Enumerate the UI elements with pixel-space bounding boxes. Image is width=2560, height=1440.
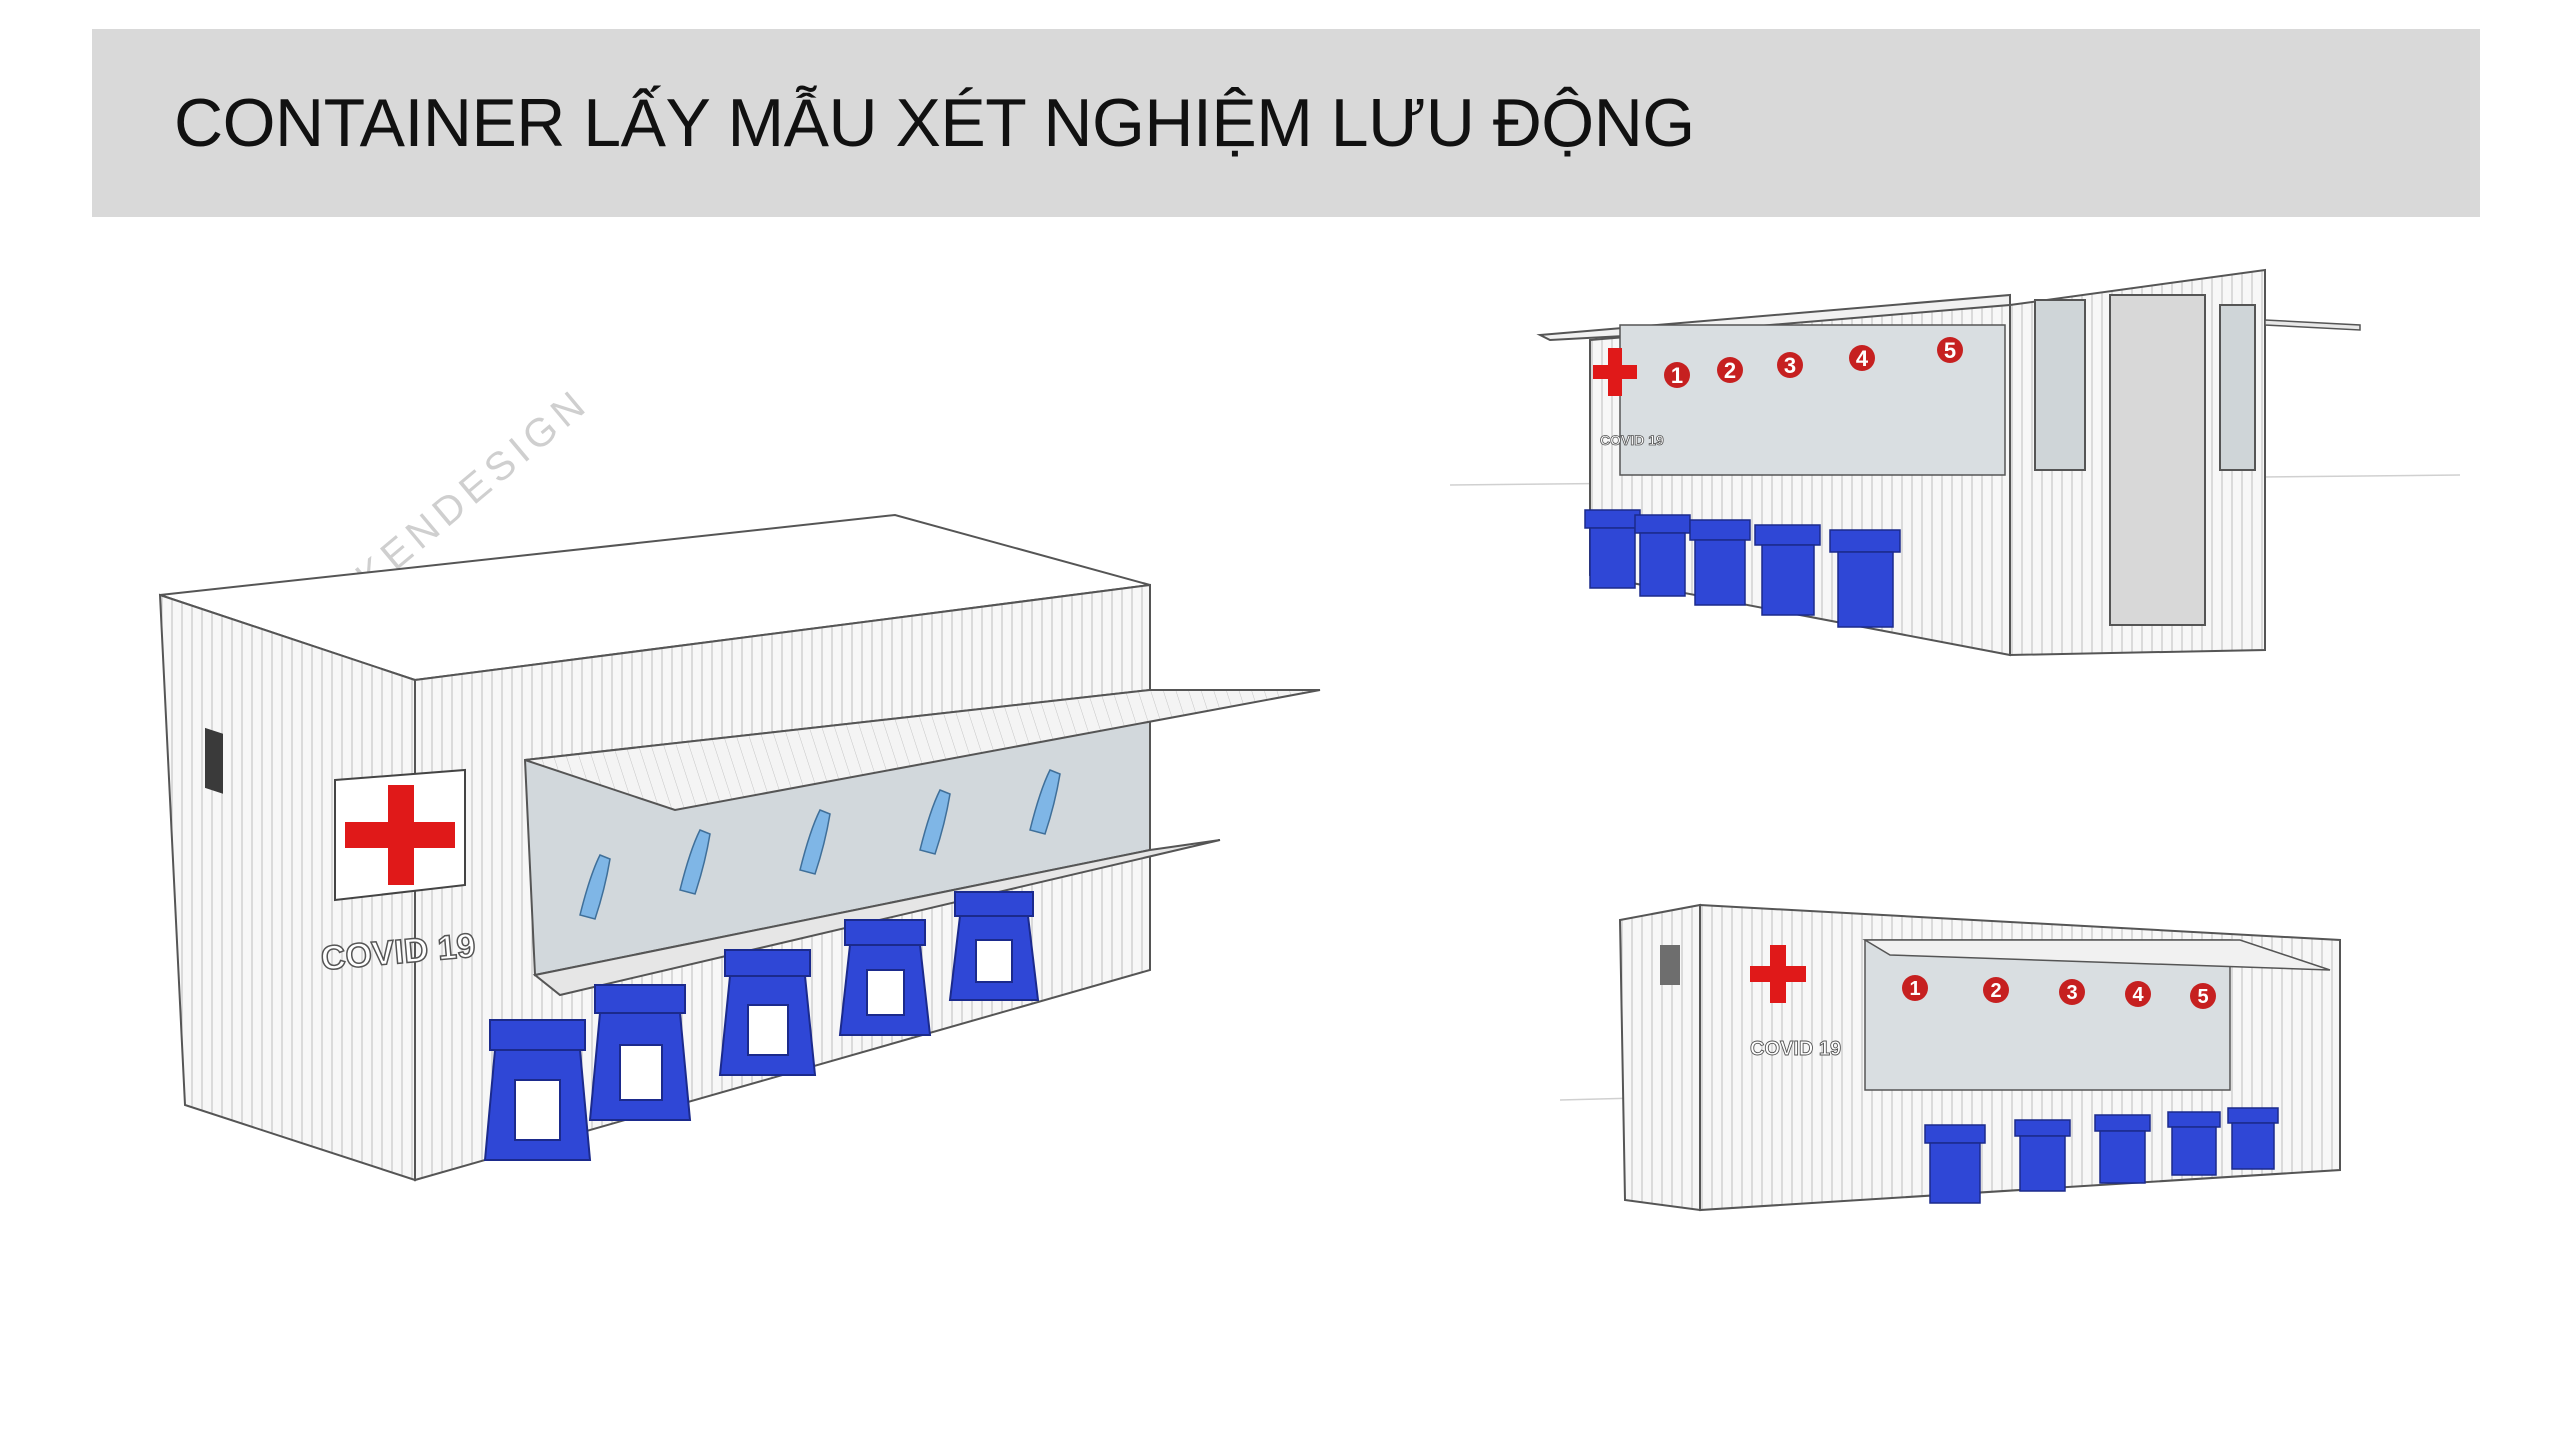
counter [532,839,1221,997]
stool-2 [1634,514,1691,597]
booth-number-3: 3 [1784,353,1796,378]
stool-3 [2094,1114,2151,1184]
booth-number-3: 3 [2066,982,2077,1004]
booth-number-2: 2 [1990,980,2001,1002]
booth-number-2: 2 [1724,358,1736,383]
red-cross-sign [1750,945,1806,1003]
booth-number-1: 1 [1671,363,1683,388]
stool-2 [2014,1119,2071,1192]
end-window [205,727,223,794]
red-cross-sign [334,768,466,902]
awning [1862,939,2331,971]
stool-5 [2227,1107,2279,1170]
side-window-left [2034,299,2086,471]
stools [1924,1107,2279,1204]
door [2109,294,2206,626]
booth-number-5: 5 [2197,986,2208,1008]
booth-number-badges: 1 2 3 4 5 [1664,337,1963,388]
stool-1 [1924,1124,1986,1204]
stool-1 [483,1019,592,1161]
stool-5 [948,891,1040,1001]
red-cross-sign [1593,348,1637,396]
small-container-view: COVID 19 1 2 3 4 5 [1560,903,2341,1212]
stools [483,891,1040,1161]
end-window [1660,945,1680,985]
booth-number-4: 4 [1856,346,1869,371]
side-window-right [2219,304,2256,471]
stool-3 [718,949,817,1076]
stool-5 [1829,529,1901,628]
title-bar: CONTAINER LẤY MẪU XÉT NGHIỆM LƯU ĐỘNG [92,29,2480,217]
glove-ports [579,769,1061,920]
page-title: CONTAINER LẤY MẪU XÉT NGHIỆM LƯU ĐỘNG [174,85,1695,161]
covid-label: COVID 19 [1750,1038,1841,1060]
awning [524,689,1321,812]
stool-1 [1584,509,1641,589]
stool-2 [588,984,692,1121]
stool-3 [1689,519,1751,606]
stool-4 [2167,1111,2221,1176]
stool-4 [1754,524,1821,616]
stool-4 [838,919,932,1036]
booth-number-1: 1 [1909,978,1920,1000]
covid-label: COVID 19 [1600,432,1664,448]
booth-number-4: 4 [2132,984,2144,1006]
main-container-view: KENDESIGN COVID 19 [158,380,1321,1182]
end-awning [2264,319,2361,331]
stools [1584,509,1901,628]
booth-number-badges: 1 2 3 4 5 [1902,975,2216,1009]
booth-number-5: 5 [1944,338,1956,363]
side-container-view: COVID 19 1 2 3 4 5 [1450,268,2461,657]
